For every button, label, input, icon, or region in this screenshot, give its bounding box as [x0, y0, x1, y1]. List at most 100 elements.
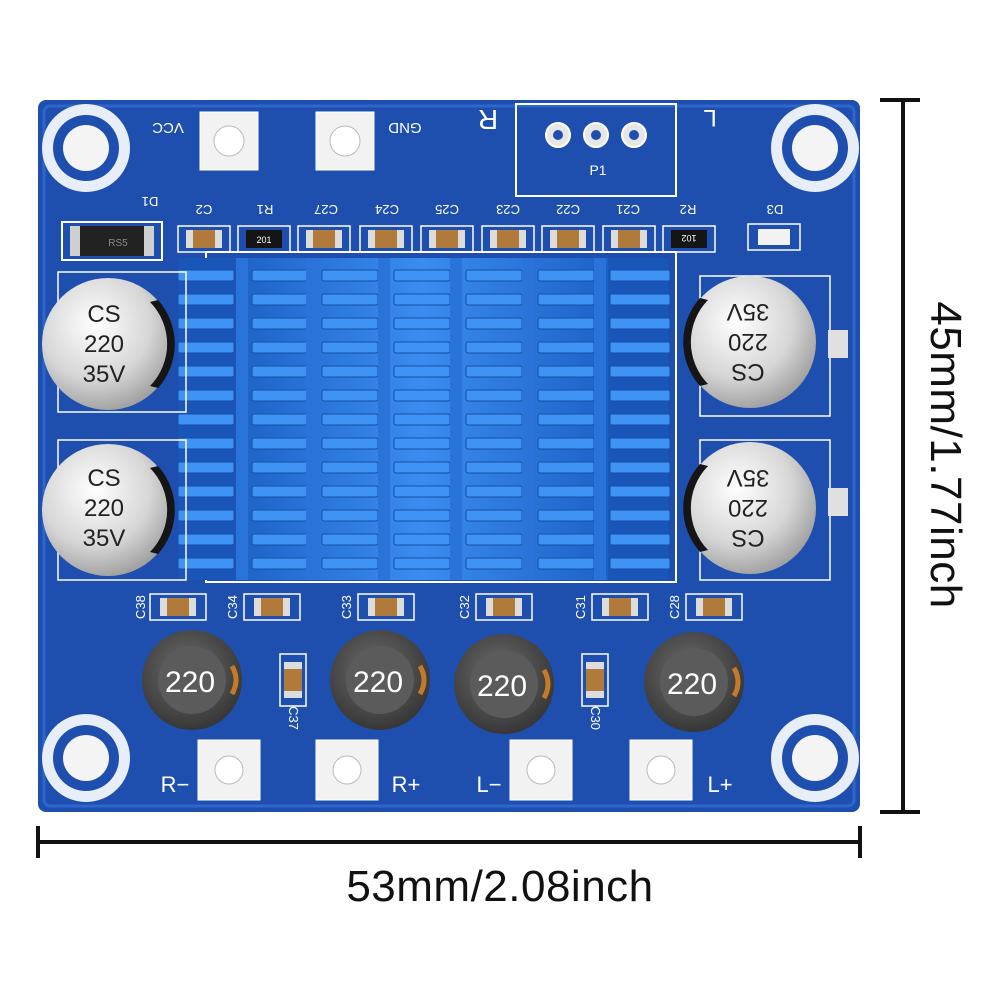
heatsink-fin: [177, 293, 235, 306]
heatsink-fin: [321, 557, 379, 570]
heatsink-fin: [609, 557, 671, 570]
heatsink-fin: [177, 341, 235, 354]
cap-lb-line2: 220: [84, 495, 124, 522]
heatsink-fin: [393, 557, 451, 570]
cap-lb-line3: 35V: [83, 525, 126, 552]
heatsink-fin: [465, 269, 523, 282]
height-dimension-line: [880, 98, 920, 814]
heatsink-fin: [537, 413, 595, 426]
silk-c23: C23: [496, 202, 520, 217]
p1-header-pins: [545, 122, 647, 148]
heatsink-fin: [251, 557, 309, 570]
cap-rb-line3: 35V: [727, 464, 770, 491]
capacitor-left-top: CS 220 35V: [42, 271, 187, 413]
gnd-label: GND: [388, 119, 422, 136]
heatsink-fin: [393, 437, 451, 450]
output-pad-l-plus: [629, 739, 693, 801]
output-label-l-minus: L−: [476, 772, 501, 797]
cap-lt-line2: 220: [84, 331, 124, 358]
top-silkscreen: D1 C2 R1 C27 C24 C25 C23 C22 C21 R2 D3: [142, 194, 784, 217]
heatsink-fin: [251, 533, 309, 546]
heatsink-fin: [321, 269, 379, 282]
pcb-highlight: [42, 104, 856, 808]
heatsink-fin: [609, 365, 671, 378]
heatsink-fin: [465, 365, 523, 378]
gnd-pad: [315, 111, 375, 171]
inductor-2-value: 220: [353, 666, 403, 699]
heatsink-fin: [177, 485, 235, 498]
heatsink-fin: [393, 485, 451, 498]
heatsink-fin: [177, 461, 235, 474]
silk-c32: C32: [457, 595, 472, 619]
heatsink-fin: [177, 269, 235, 282]
capacitor-left-bottom: CS 220 35V: [42, 439, 187, 581]
cap-rt-line3: 35V: [727, 298, 770, 325]
silk-c22: C22: [556, 202, 580, 217]
heatsink-fin: [537, 437, 595, 450]
heatsink-fin: [537, 509, 595, 522]
heatsink-fin: [537, 341, 595, 354]
heatsink-fin: [609, 413, 671, 426]
mounting-hole-bottom-right: [771, 714, 859, 802]
silk-c28: C28: [667, 595, 682, 619]
heatsink-fin: [465, 437, 523, 450]
heatsink-fin: [177, 509, 235, 522]
heatsink-fin: [609, 269, 671, 282]
silk-d1: D1: [142, 194, 159, 209]
heatsink-fin: [609, 341, 671, 354]
output-pad-l-minus: [509, 739, 573, 801]
inductor-2: 220: [330, 630, 430, 730]
inductor-1-value: 220: [165, 666, 215, 699]
heatsink-fin: [321, 437, 379, 450]
heatsink-fin: [393, 533, 451, 546]
mounting-hole-bottom-left: [42, 714, 130, 802]
heatsink-fin: [251, 341, 309, 354]
heatsink-fin: [251, 269, 309, 282]
p1-label: P1: [589, 162, 606, 178]
heatsink-fin: [465, 533, 523, 546]
heatsink-fin: [177, 317, 235, 330]
heatsink-fin: [393, 461, 451, 474]
smd-row-top: [177, 223, 801, 253]
cap-rt-line1: CS: [731, 358, 764, 385]
heatsink-fin: [609, 485, 671, 498]
heatsink-fin: [321, 389, 379, 402]
inductor-3: 220: [454, 634, 554, 734]
silk-c30: C30: [588, 706, 603, 730]
bottom-silkscreen: C38 C34 C33 C32 C31 C28 C37 C30: [133, 595, 682, 730]
heatsink-fin: [465, 461, 523, 474]
heatsink-fin: [609, 533, 671, 546]
heatsink-fin: [177, 533, 235, 546]
output-pad-r-plus: [315, 739, 379, 801]
heatsink-fin: [393, 269, 451, 282]
heatsink-fin: [321, 317, 379, 330]
heatsink-fin: [393, 317, 451, 330]
silk-c38: C38: [133, 595, 148, 619]
heatsink-fin: [465, 389, 523, 402]
silk-c27: C27: [314, 202, 338, 217]
heatsink-fin: [177, 413, 235, 426]
heatsink-fin: [393, 365, 451, 378]
heatsink-fin: [393, 341, 451, 354]
heatsink-fin: [251, 509, 309, 522]
capacitor-right-top: CS 220 35V: [683, 275, 848, 417]
inductor-3-value: 220: [477, 670, 527, 703]
heatsink-fin: [465, 341, 523, 354]
heatsink-fin: [251, 317, 309, 330]
heatsink-fin: [465, 509, 523, 522]
inductor-4: 220: [644, 632, 744, 732]
heatsink-fin: [177, 389, 235, 402]
width-dimension-label: 53mm/2.08inch: [346, 862, 654, 911]
heatsink-fin: [321, 485, 379, 498]
heatsink-fin: [537, 317, 595, 330]
silk-c25: C25: [435, 202, 459, 217]
heatsink-fin: [537, 533, 595, 546]
heatsink-fin: [321, 413, 379, 426]
heatsink-fin: [177, 365, 235, 378]
width-dimension-line: [36, 826, 862, 858]
cap-lb-line1: CS: [87, 465, 120, 492]
heatsink-fin: [465, 317, 523, 330]
heatsink-fin: [251, 389, 309, 402]
heatsink-fin: [609, 437, 671, 450]
